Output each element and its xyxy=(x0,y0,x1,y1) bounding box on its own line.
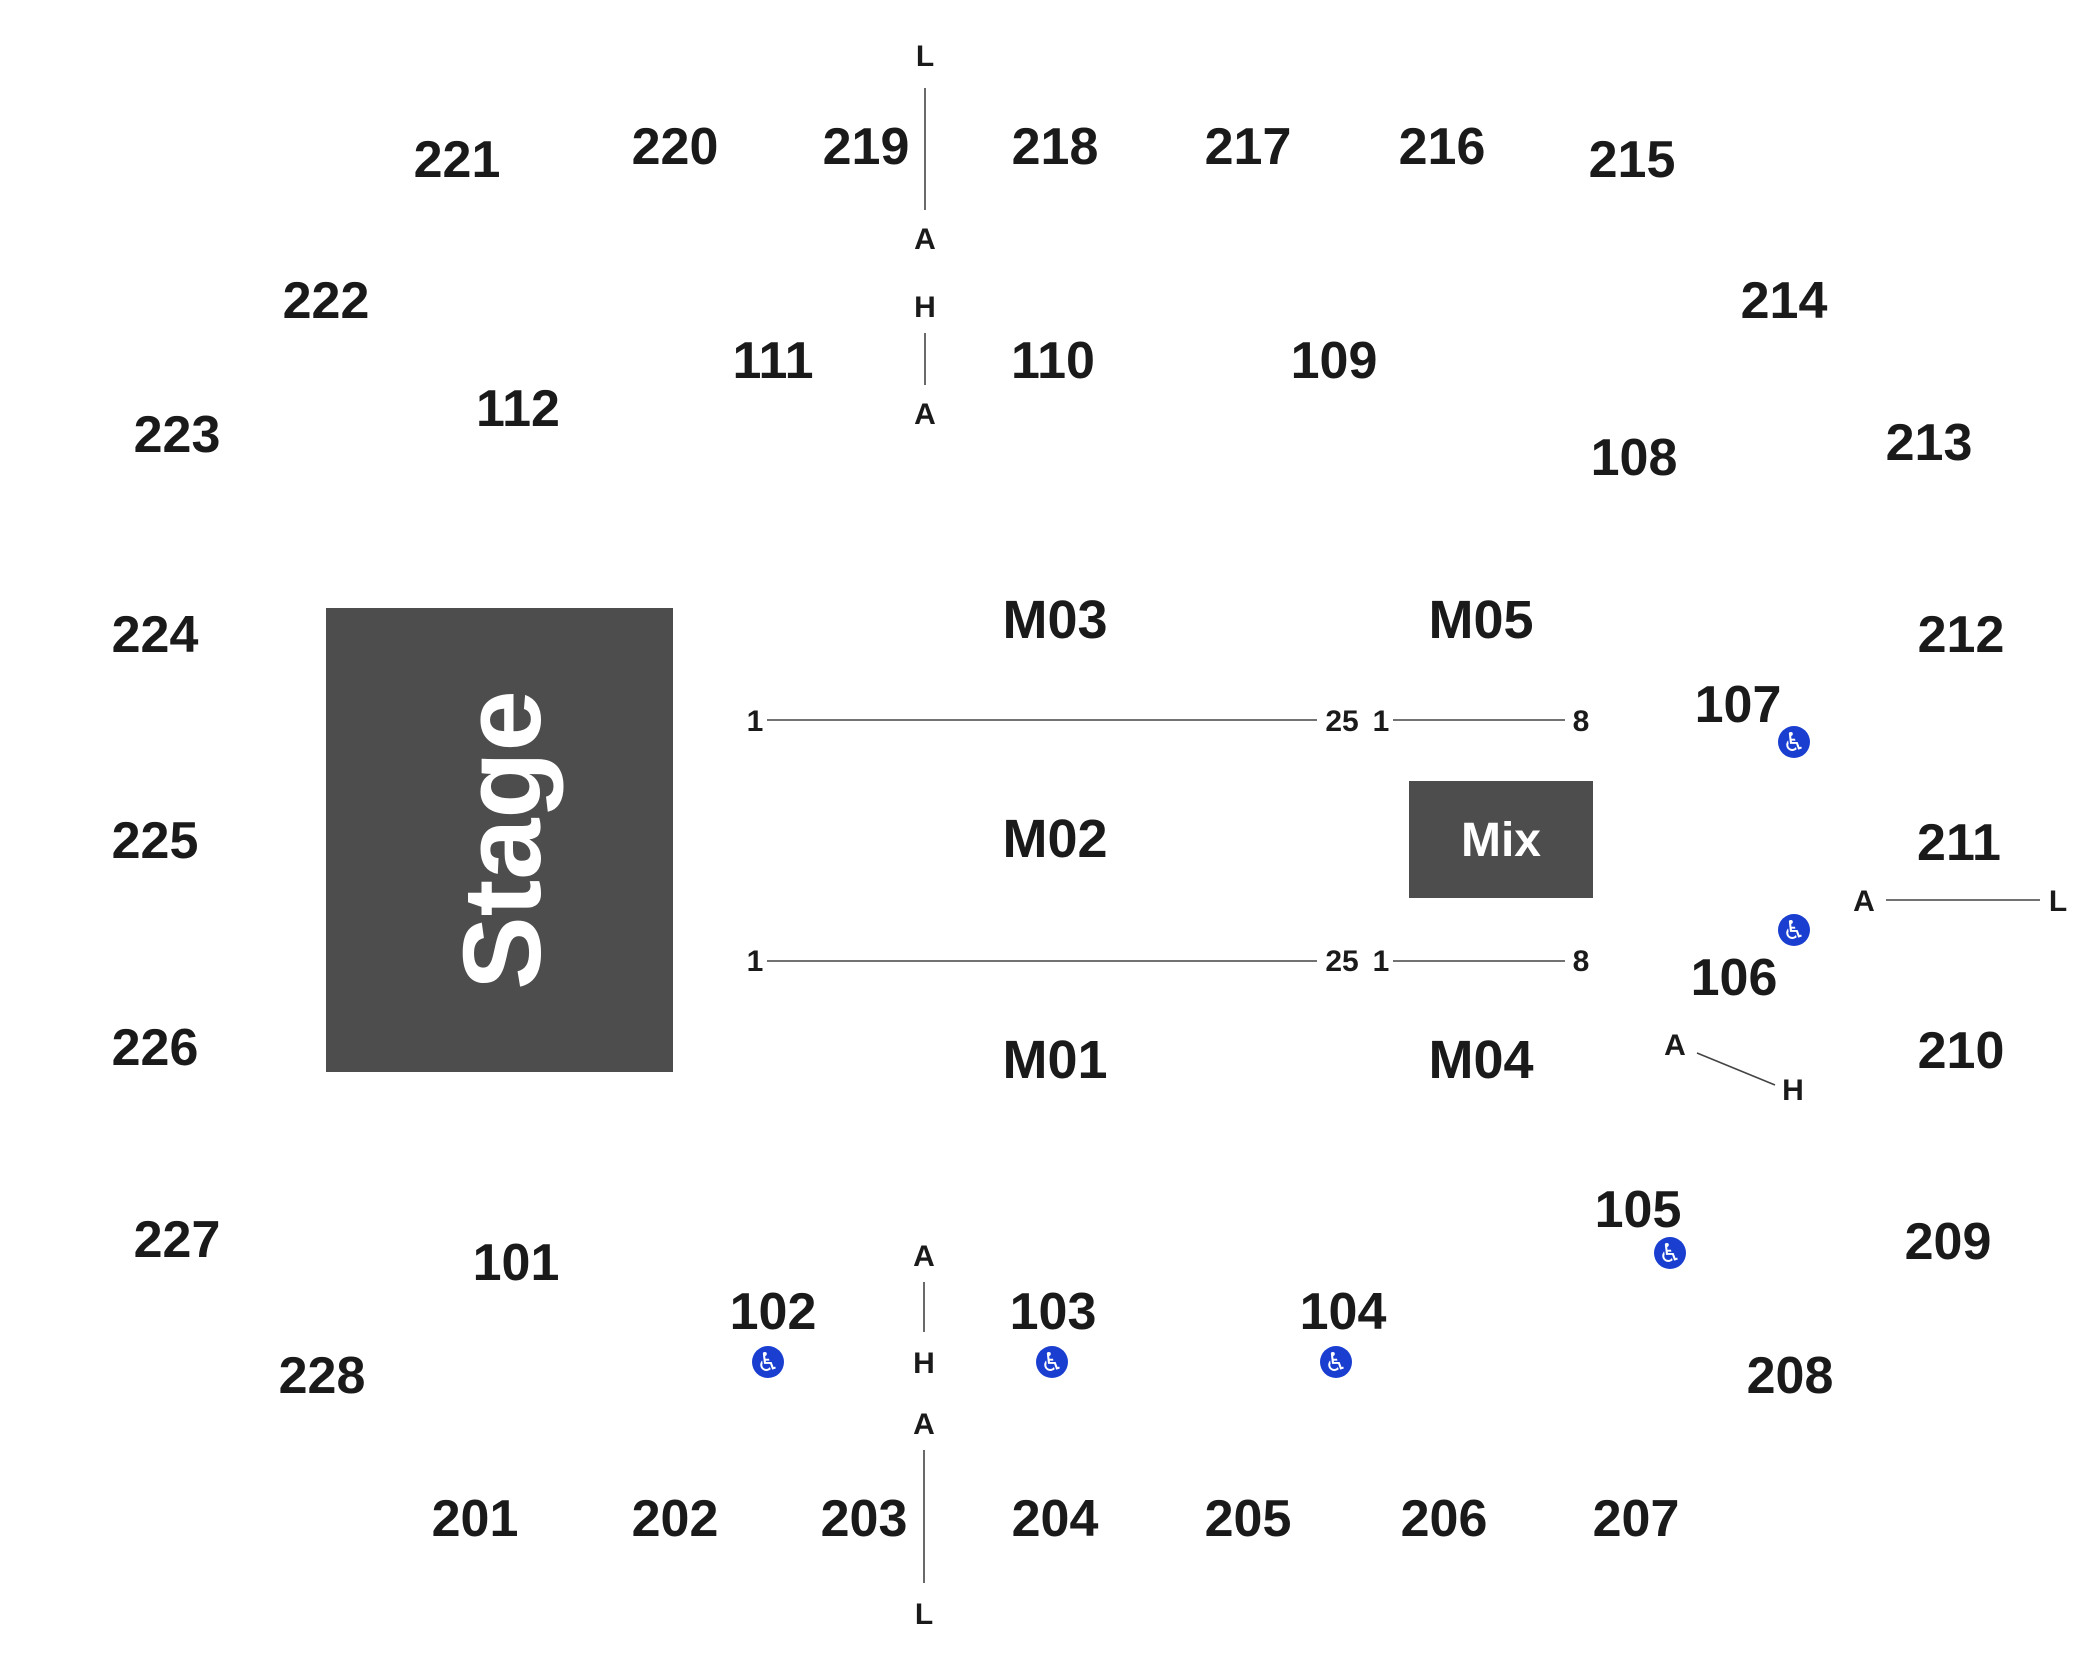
section-101[interactable]: 101 xyxy=(473,1234,560,1292)
section-208[interactable]: 208 xyxy=(1747,1347,1834,1405)
section-210[interactable]: 210 xyxy=(1918,1022,2005,1080)
section-106[interactable]: 106 xyxy=(1691,949,1778,1007)
wheelchair-glyph: ♿ xyxy=(1782,916,1805,946)
row-marker: L xyxy=(2049,885,2067,918)
section-204[interactable]: 204 xyxy=(1012,1490,1099,1548)
wheelchair-icon: ♿ xyxy=(1036,1346,1068,1378)
row-marker: A xyxy=(913,1240,935,1273)
mix-label: Mix xyxy=(1461,814,1541,867)
section-205[interactable]: 205 xyxy=(1205,1490,1292,1548)
row-marker: 8 xyxy=(1573,705,1590,738)
stage[interactable]: Stage xyxy=(326,608,673,1072)
wheelchair-glyph: ♿ xyxy=(1040,1348,1063,1378)
wheelchair-icon-bg xyxy=(1778,726,1810,758)
section-218[interactable]: 218 xyxy=(1012,118,1099,176)
row-marker: 25 xyxy=(1325,705,1358,738)
mix-block xyxy=(1409,781,1593,898)
row-marker: A xyxy=(1664,1029,1686,1062)
section-220[interactable]: 220 xyxy=(632,118,719,176)
section-110[interactable]: 110 xyxy=(1011,332,1095,390)
row-marker: 25 xyxy=(1325,945,1358,978)
top-aisle-markers: L A H A xyxy=(914,40,936,431)
section-213[interactable]: 213 xyxy=(1886,414,1973,472)
wheelchair-icon-bg xyxy=(1320,1346,1352,1378)
section-109[interactable]: 109 xyxy=(1291,332,1378,390)
section-206[interactable]: 206 xyxy=(1401,1490,1488,1548)
wheelchair-icon-bg xyxy=(1036,1346,1068,1378)
right-aisle-markers: A L xyxy=(1853,885,2067,918)
section-m02[interactable]: M02 xyxy=(1002,809,1107,869)
section-m01[interactable]: M01 xyxy=(1002,1030,1107,1090)
section-m03[interactable]: M03 xyxy=(1002,590,1107,650)
row-marker: H xyxy=(1782,1074,1804,1107)
section-202[interactable]: 202 xyxy=(632,1490,719,1548)
wheelchair-icon-bg xyxy=(752,1346,784,1378)
wheelchair-glyph: ♿ xyxy=(1782,728,1805,758)
row-marker: 1 xyxy=(1373,945,1390,978)
wheelchair-glyph: ♿ xyxy=(1324,1348,1347,1378)
row-marker: L xyxy=(915,1598,933,1631)
wheelchair-icon: ♿ xyxy=(752,1346,784,1378)
section-224[interactable]: 224 xyxy=(112,606,199,664)
section-221[interactable]: 221 xyxy=(414,131,501,189)
section-103[interactable]: 103 xyxy=(1010,1283,1097,1341)
wheelchair-icon: ♿ xyxy=(1778,914,1810,946)
row-marker: A xyxy=(914,398,936,431)
section-203[interactable]: 203 xyxy=(821,1490,908,1548)
row-marker: H xyxy=(913,1347,935,1380)
row-marker: H xyxy=(914,291,936,324)
section-211[interactable]: 211 xyxy=(1917,814,2001,872)
stage-block xyxy=(326,608,673,1072)
wheelchair-icon-bg xyxy=(1654,1237,1686,1269)
section-228[interactable]: 228 xyxy=(279,1347,366,1405)
wheelchair-icon: ♿ xyxy=(1654,1237,1686,1269)
section-215[interactable]: 215 xyxy=(1589,131,1676,189)
section-105[interactable]: 105 xyxy=(1595,1181,1682,1239)
floor-row-markers: 1 25 1 8 1 25 1 8 xyxy=(747,705,1590,978)
mix-position: Mix xyxy=(1409,781,1593,898)
section-m05[interactable]: M05 xyxy=(1428,590,1533,650)
section-226[interactable]: 226 xyxy=(112,1019,199,1077)
row-marker: A xyxy=(914,223,936,256)
section-108[interactable]: 108 xyxy=(1591,429,1678,487)
section-207[interactable]: 207 xyxy=(1593,1490,1680,1548)
section-217[interactable]: 217 xyxy=(1205,118,1292,176)
row-divider xyxy=(1696,1052,1776,1086)
section-104[interactable]: 104 xyxy=(1300,1283,1387,1341)
section-222[interactable]: 222 xyxy=(283,272,370,330)
row-marker: A xyxy=(913,1408,935,1441)
section-111[interactable]: 111 xyxy=(732,332,813,390)
stage-label: Stage xyxy=(441,690,564,990)
section-227[interactable]: 227 xyxy=(134,1211,221,1269)
row-marker: 1 xyxy=(747,945,764,978)
section-219[interactable]: 219 xyxy=(823,118,910,176)
row-marker: L xyxy=(916,40,934,73)
section-102[interactable]: 102 xyxy=(730,1283,817,1341)
section-223[interactable]: 223 xyxy=(134,406,221,464)
section-107[interactable]: 107 xyxy=(1695,676,1782,734)
section-209[interactable]: 209 xyxy=(1905,1213,1992,1271)
row-marker: 1 xyxy=(747,705,764,738)
section-m04[interactable]: M04 xyxy=(1428,1030,1533,1090)
section-225[interactable]: 225 xyxy=(112,812,199,870)
section-112[interactable]: 112 xyxy=(476,380,560,438)
section-216[interactable]: 216 xyxy=(1399,118,1486,176)
wheelchair-icon: ♿ xyxy=(1778,726,1810,758)
wheelchair-glyph: ♿ xyxy=(1658,1239,1681,1269)
wheelchair-icon-bg xyxy=(1778,914,1810,946)
section-201[interactable]: 201 xyxy=(432,1490,519,1548)
section-212[interactable]: 212 xyxy=(1918,606,2005,664)
wheelchair-glyph: ♿ xyxy=(756,1348,779,1378)
bottom-aisle-markers: A H A L xyxy=(913,1240,935,1631)
wheelchair-icon: ♿ xyxy=(1320,1346,1352,1378)
section-214[interactable]: 214 xyxy=(1741,272,1828,330)
row-marker: 1 xyxy=(1373,705,1390,738)
row-marker: 8 xyxy=(1573,945,1590,978)
right-diagonal-markers: A H xyxy=(1664,1029,1804,1107)
row-marker: A xyxy=(1853,885,1875,918)
